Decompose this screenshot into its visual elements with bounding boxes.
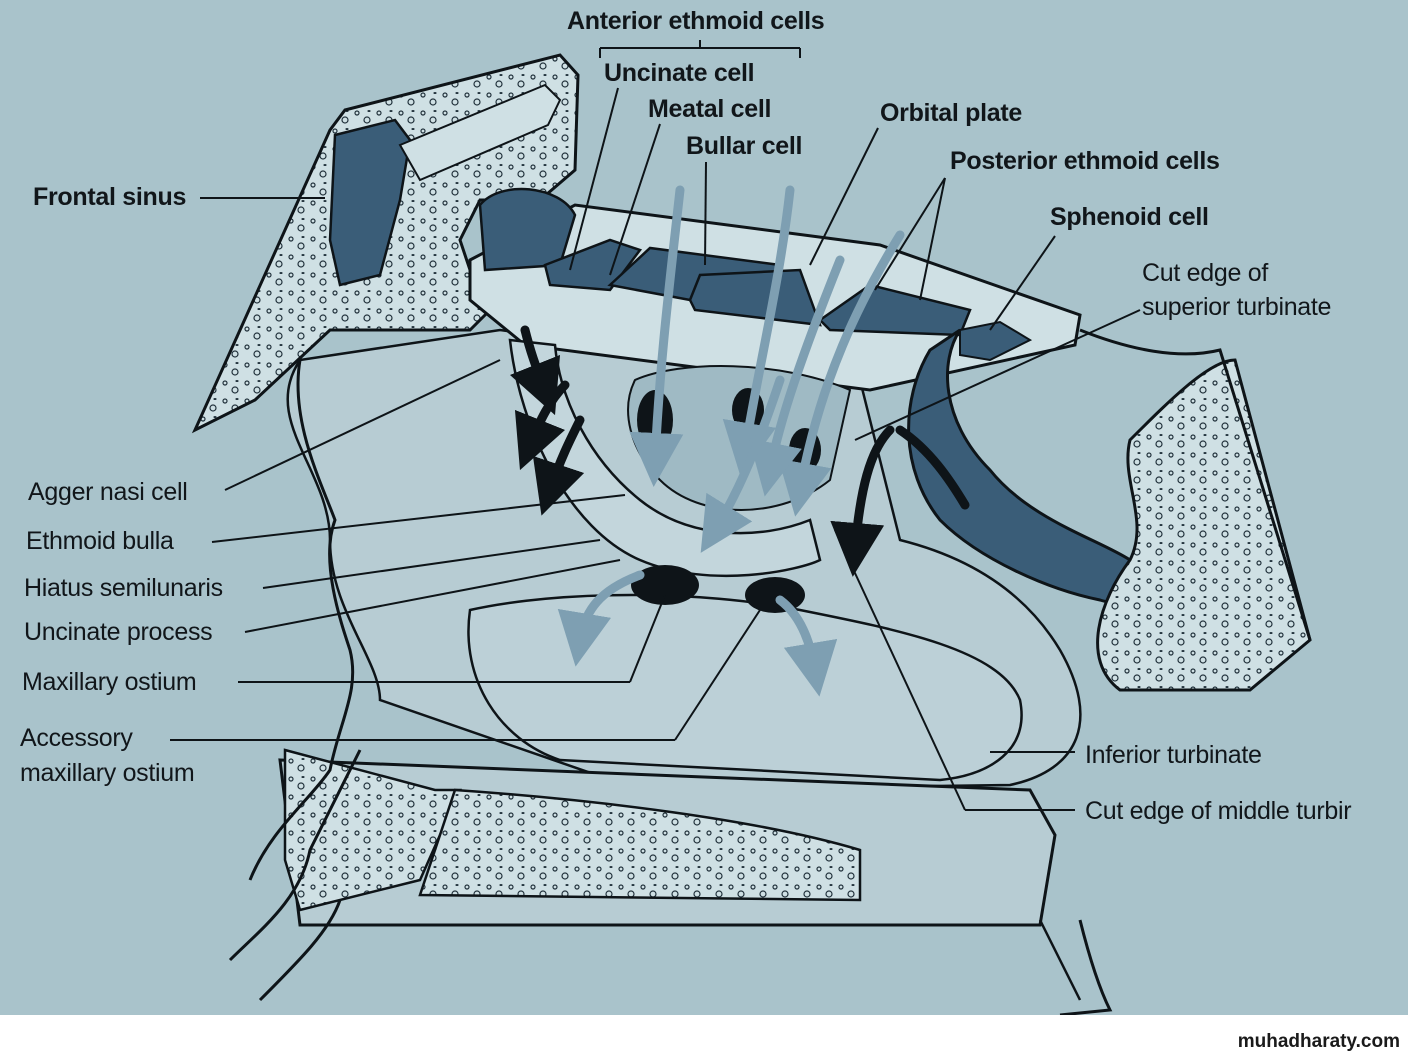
sphenoid-bone xyxy=(1096,358,1312,692)
face-contour xyxy=(248,359,355,881)
lower-outline xyxy=(228,749,1113,1015)
drainage-arrows-light xyxy=(557,185,905,697)
label-cut-edge-superior-line2: superior turbinate xyxy=(1142,293,1332,321)
label-frontal-sinus: Frontal sinus xyxy=(33,183,187,211)
label-ethmoid-bulla: Ethmoid bulla xyxy=(26,527,174,555)
anterior-ethmoid-cell-1 xyxy=(478,187,577,272)
sinus-anatomy-diagram: Anterior ethmoid cells Uncinate cell Mea… xyxy=(0,0,1408,1015)
accessory-ostium-shape xyxy=(745,577,805,613)
frontal-sinus-cavity xyxy=(328,118,412,287)
label-maxillary-ostium: Maxillary ostium xyxy=(22,668,197,696)
label-cut-edge-middle: Cut edge of middle turbir xyxy=(1085,797,1352,825)
label-inferior-turbinate: Inferior turbinate xyxy=(1085,741,1262,769)
label-posterior-ethmoid-cells: Posterior ethmoid cells xyxy=(950,147,1220,175)
posterior-wall xyxy=(1079,328,1312,641)
footer-bar xyxy=(0,1015,1408,1056)
posterior-ethmoid-cell-a xyxy=(688,268,822,327)
diagram-artwork xyxy=(170,40,1312,1015)
label-uncinate-process: Uncinate process xyxy=(24,618,213,646)
label-accessory-maxillary-line1: Accessory xyxy=(20,724,133,752)
maxillary-ostium-shape xyxy=(631,565,699,605)
label-uncinate-cell: Uncinate cell xyxy=(604,59,755,87)
pointer-lines xyxy=(170,40,1141,811)
label-meatal-cell: Meatal cell xyxy=(648,95,772,123)
sphenoid-cell-small xyxy=(959,320,1033,362)
label-bullar-cell: Bullar cell xyxy=(686,132,803,160)
label-agger-nasi-cell: Agger nasi cell xyxy=(28,478,188,506)
label-cut-edge-superior-line1: Cut edge of xyxy=(1142,259,1268,287)
label-orbital-plate: Orbital plate xyxy=(880,99,1022,127)
label-hiatus-semilunaris: Hiatus semilunaris xyxy=(24,574,223,602)
label-accessory-maxillary-line2: maxillary ostium xyxy=(20,759,195,787)
watermark: muhadharaty.com xyxy=(1237,1031,1400,1052)
label-anterior-ethmoid-cells: Anterior ethmoid cells xyxy=(567,7,825,35)
label-sphenoid-cell: Sphenoid cell xyxy=(1050,203,1209,231)
drainage-arrows-dark xyxy=(509,325,970,577)
